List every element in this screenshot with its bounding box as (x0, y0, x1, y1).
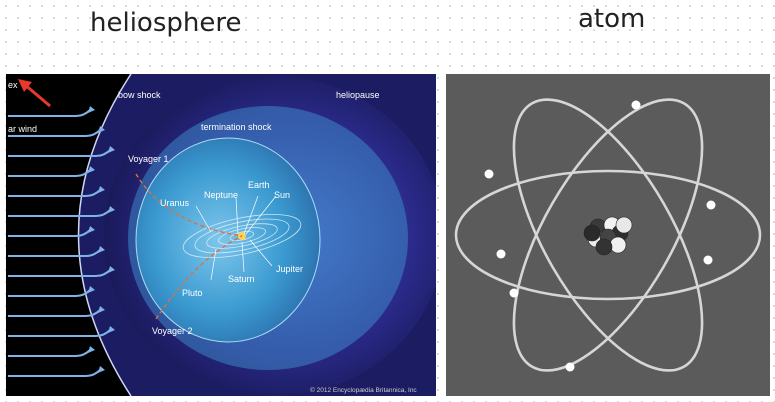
bow-shock-line (77, 74, 132, 396)
solar-wind-arrow (8, 349, 91, 357)
termination-shock-label: termination shock (201, 122, 272, 132)
nucleus (583, 216, 633, 256)
nucleon (583, 224, 601, 242)
heliosphere-diagram: ex ar wind bow shock heliopause terminat… (8, 74, 436, 396)
inner-heliosphere (135, 137, 321, 343)
electron (509, 288, 519, 298)
solar-wind-arrow-head (88, 106, 95, 113)
orbit (512, 98, 704, 372)
solar-wind-arrow (8, 169, 91, 177)
solar-wind-arrow-head (108, 206, 115, 213)
bow-shock-label: bow shock (118, 90, 161, 100)
atom-caption: atom (578, 4, 646, 34)
sun-label: Sun (274, 190, 290, 200)
nucleon (615, 216, 633, 234)
solar-wind-arrow (8, 309, 101, 317)
uranus-label: Uranus (160, 198, 190, 208)
electron (703, 255, 713, 265)
solar-wind-arrow-head (98, 246, 105, 253)
solar-wind-arrow-head (108, 146, 115, 153)
planet-orbits (182, 214, 302, 258)
solar-wind-arrow-head (88, 286, 95, 293)
solar-wind-arrow (8, 289, 91, 297)
solar-wind-label: ar wind (8, 124, 37, 134)
electron (484, 169, 494, 179)
pluto-label: Pluto (182, 288, 203, 298)
nucleon (609, 236, 627, 254)
solar-wind-arrow-head (88, 346, 95, 353)
electron (496, 249, 506, 259)
apex-label: ex (8, 80, 18, 90)
voyager2-label: Voyager 2 (152, 326, 193, 336)
voyager2-path (155, 235, 243, 320)
solar-wind-arrow-head (98, 306, 105, 313)
solar-wind-arrow-head (88, 166, 95, 173)
nucleon (595, 238, 613, 256)
solar-wind-arrow (8, 229, 91, 237)
orbit (454, 169, 762, 301)
orbit (512, 98, 704, 372)
electrons (484, 100, 716, 372)
earth-label: Earth (248, 180, 270, 190)
electron (631, 100, 641, 110)
voyager1-label: Voyager 1 (128, 154, 169, 164)
solar-wind-arrow-head (108, 326, 115, 333)
electron (706, 200, 716, 210)
solar-wind-arrow (8, 329, 111, 337)
neptune-label: Neptune (204, 190, 238, 200)
atom-image (446, 74, 770, 396)
jupiter-label: Jupiter (276, 264, 303, 274)
solar-wind-arrow-head (98, 186, 105, 193)
electron-orbits (454, 98, 762, 372)
solar-wind-arrow-head (88, 226, 95, 233)
electron (565, 362, 575, 372)
solar-wind-arrow-head (108, 266, 115, 273)
solar-wind-arrow (8, 109, 91, 117)
heliosphere-image: ex ar wind bow shock heliopause terminat… (6, 74, 436, 396)
atom-diagram (454, 98, 762, 372)
voyager1-path (135, 173, 243, 237)
solar-wind-arrow-head (98, 366, 105, 373)
apex-arrow-icon (18, 79, 51, 108)
heliopause-label: heliopause (336, 90, 380, 100)
heliosphere-caption: heliosphere (90, 8, 242, 38)
saturn-label: Saturn (228, 274, 255, 284)
solar-wind-arrow (8, 369, 101, 377)
copyright-text: © 2012 Encyclopædia Britannica, Inc (310, 386, 417, 394)
solar-wind-arrows (8, 106, 115, 377)
solar-wind-arrow-head (98, 126, 105, 133)
